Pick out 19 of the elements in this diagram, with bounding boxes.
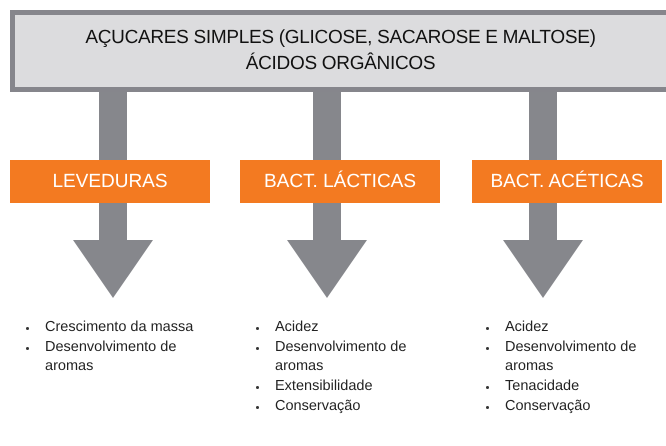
arrow xyxy=(503,203,583,298)
bullet-item: Desenvolvimento de aromas xyxy=(480,338,666,376)
bullet-item: Desenvolvimento de aromas xyxy=(250,338,450,376)
bullet-item: Extensibilidade xyxy=(250,377,450,396)
category-banner: LEVEDURAS xyxy=(10,160,210,203)
bullet-item: Acidez xyxy=(480,318,666,337)
source-box xyxy=(10,10,666,92)
category-banner: BACT. ACÉTICAS xyxy=(472,160,662,203)
bullet-item: Crescimento da massa xyxy=(20,318,220,337)
heading-text: ÁCIDOS ORGÂNICOS xyxy=(246,53,436,75)
bullet-item: Conservação xyxy=(250,397,450,416)
bullet-item: Conservação xyxy=(480,397,666,416)
arrow xyxy=(73,203,153,298)
bullet-item: Tenacidade xyxy=(480,377,666,396)
heading-text: AÇUCARES SIMPLES (GLICOSE, SACAROSE E MALTOSE) xyxy=(85,27,596,49)
category-banner: BACT. LÁCTICAS xyxy=(240,160,440,203)
bullet-item: Acidez xyxy=(250,318,450,337)
bullet-item: Desenvolvimento de aromas xyxy=(20,338,220,376)
arrow xyxy=(287,203,367,298)
